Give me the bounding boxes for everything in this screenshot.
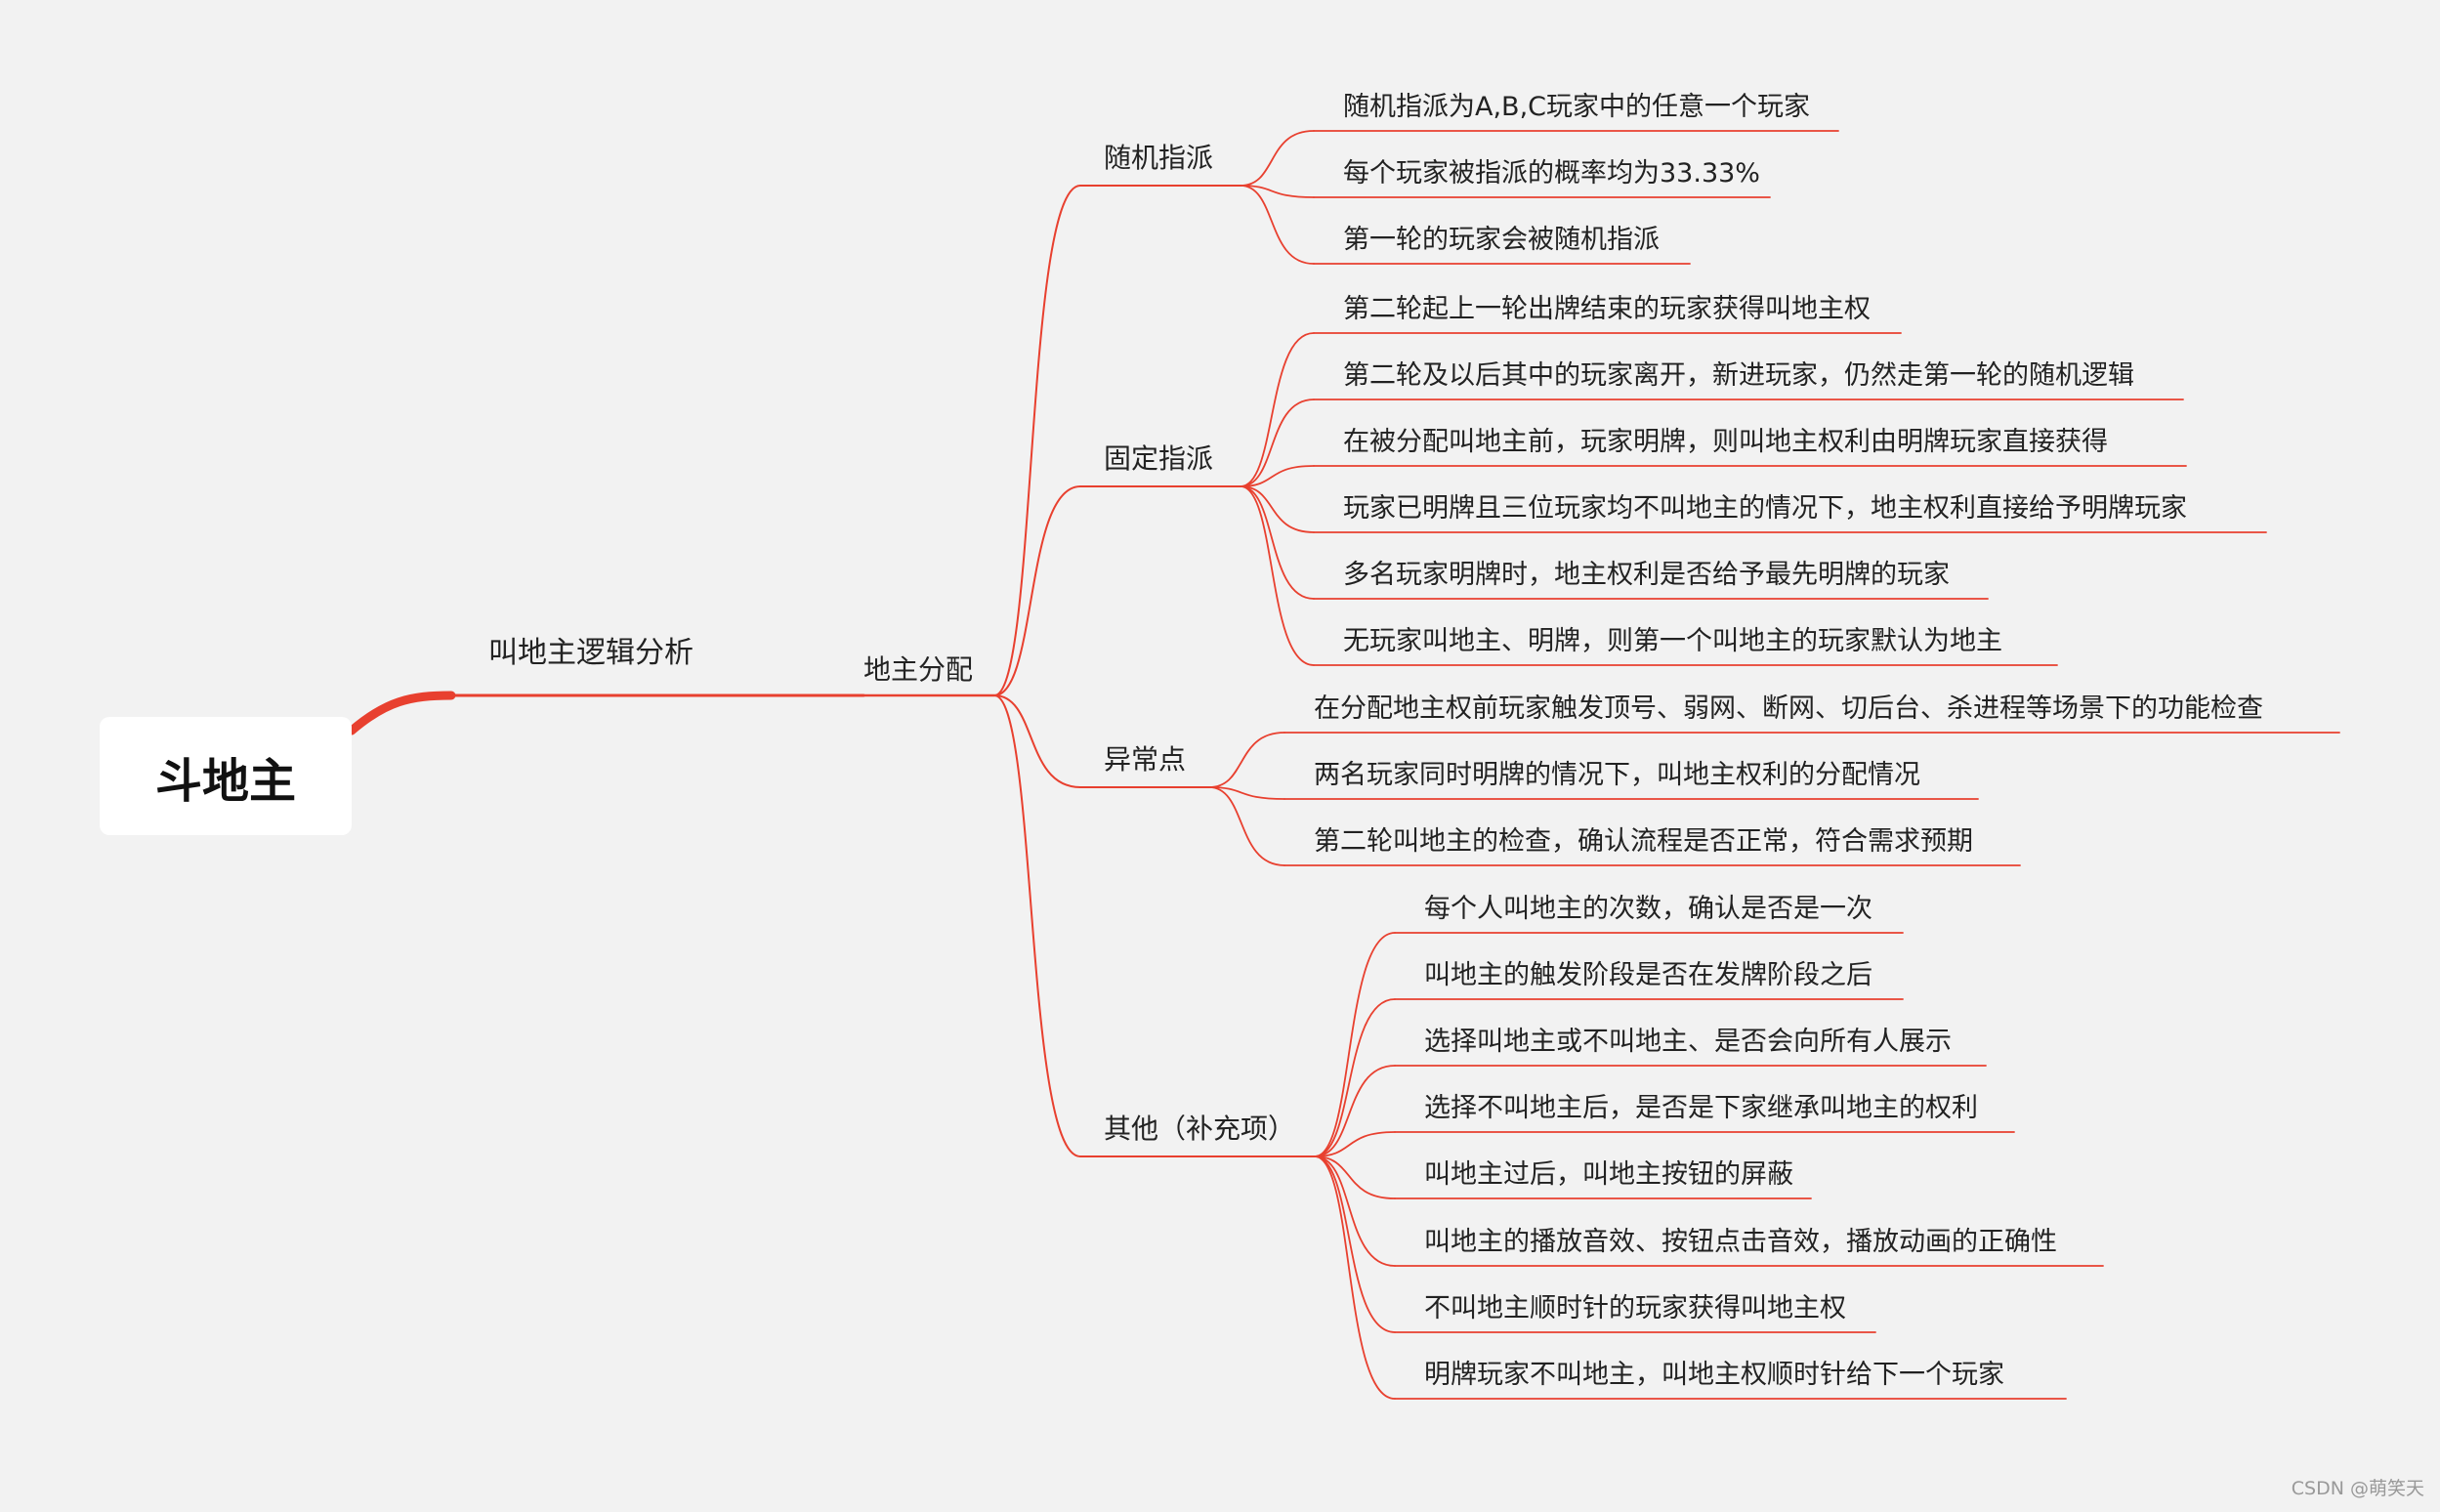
connector-branch-2 (993, 485, 1081, 696)
connector-branch-3 (993, 694, 1081, 788)
connector-leaf-4-7 (1314, 1155, 1396, 1333)
connector-leaf-2-2 (1240, 399, 1315, 487)
leaf-item-2-5[interactable]: 多名玩家明牌时，地主权利是否给予最先明牌的玩家 (1343, 560, 1950, 590)
level2-label[interactable]: 地主分配 (863, 653, 974, 686)
level1-label[interactable]: 叫地主逻辑分析 (488, 636, 694, 670)
connector-leaf-3-3 (1208, 786, 1285, 866)
leaf-item-2-3[interactable]: 在被分配叫地主前，玩家明牌，则叫地主权利由明牌玩家直接获得 (1343, 427, 2108, 457)
leaf-item-3-2[interactable]: 两名玩家同时明牌的情况下，叫地主权利的分配情况 (1314, 760, 1920, 790)
connector-leaf-2-4 (1240, 485, 1315, 533)
leaf-item-3-1[interactable]: 在分配地主权前玩家触发顶号、弱网、断网、切后台、杀进程等场景下的功能检查 (1314, 693, 2263, 724)
connector-leaf-4-6 (1314, 1155, 1396, 1267)
connector-leaf-2-5 (1240, 485, 1315, 600)
connector-leaf-2-1 (1240, 332, 1315, 487)
leaf-item-1-2[interactable]: 每个玩家被指派的概率均为33.33% (1343, 158, 1760, 189)
leaf-item-4-8[interactable]: 明牌玩家不叫地主，叫地主权顺时针给下一个玩家 (1424, 1360, 2004, 1390)
leaf-item-2-2[interactable]: 第二轮及以后其中的玩家离开，新进玩家，仍然走第一轮的随机逻辑 (1343, 360, 2134, 391)
leaf-item-4-2[interactable]: 叫地主的触发阶段是否在发牌阶段之后 (1424, 960, 1872, 990)
leaf-item-2-6[interactable]: 无玩家叫地主、明牌，则第一个叫地主的玩家默认为地主 (1343, 626, 2002, 656)
watermark: CSDN @萌笑天 (2291, 1478, 2424, 1499)
connector-leaf-1-3 (1240, 185, 1315, 265)
leaf-item-1-3[interactable]: 第一轮的玩家会被随机指派 (1343, 225, 1660, 255)
connector-leaf-4-2 (1314, 998, 1396, 1157)
connector-root-level1 (347, 691, 456, 735)
connector-leaf-4-5 (1314, 1155, 1396, 1199)
leaf-item-4-1[interactable]: 每个人叫地主的次数，确认是否是一次 (1424, 894, 1872, 924)
leaf-item-4-6[interactable]: 叫地主的播放音效、按钮点击音效，播放动画的正确性 (1424, 1227, 2057, 1257)
connector-leaf-4-1 (1314, 932, 1396, 1157)
branch-label-2[interactable]: 固定指派 (1104, 442, 1214, 475)
connector-leaf-3-1 (1208, 732, 1285, 788)
connector-branch-4 (993, 694, 1081, 1157)
leaf-item-4-3[interactable]: 选择叫地主或不叫地主、是否会向所有人展示 (1424, 1027, 1952, 1057)
connector-leaf-4-8 (1314, 1155, 1396, 1400)
connector-leaf-1-1 (1240, 130, 1315, 187)
connector-leaf-2-6 (1240, 485, 1315, 666)
leaf-item-2-4[interactable]: 玩家已明牌且三位玩家均不叫地主的情况下，地主权利直接给予明牌玩家 (1343, 493, 2187, 524)
connector-branch-1 (993, 185, 1081, 696)
leaf-item-1-1[interactable]: 随机指派为A,B,C玩家中的任意一个玩家 (1343, 92, 1811, 122)
connector-leaf-4-3 (1314, 1065, 1396, 1157)
leaf-item-2-1[interactable]: 第二轮起上一轮出牌结束的玩家获得叫地主权 (1343, 294, 1871, 324)
connector-leaf-3-2 (1208, 786, 1285, 800)
leaf-item-3-3[interactable]: 第二轮叫地主的检查，确认流程是否正常，符合需求预期 (1314, 826, 1973, 857)
branch-label-3[interactable]: 异常点 (1104, 743, 1187, 776)
connector-leaf-4-4 (1314, 1131, 1396, 1157)
root-node[interactable]: 斗地主 (100, 717, 352, 835)
connector-leaf-1-2 (1240, 185, 1315, 198)
connector-leaf-2-3 (1240, 465, 1315, 487)
leaf-item-4-7[interactable]: 不叫地主顺时针的玩家获得叫地主权 (1424, 1293, 1846, 1323)
branch-label-1[interactable]: 随机指派 (1104, 142, 1214, 174)
leaf-item-4-4[interactable]: 选择不叫地主后，是否是下家继承叫地主的权利 (1424, 1093, 1978, 1123)
branch-label-4[interactable]: 其他（补充项） (1104, 1113, 1296, 1145)
leaf-item-4-5[interactable]: 叫地主过后，叫地主按钮的屏蔽 (1424, 1159, 1793, 1190)
